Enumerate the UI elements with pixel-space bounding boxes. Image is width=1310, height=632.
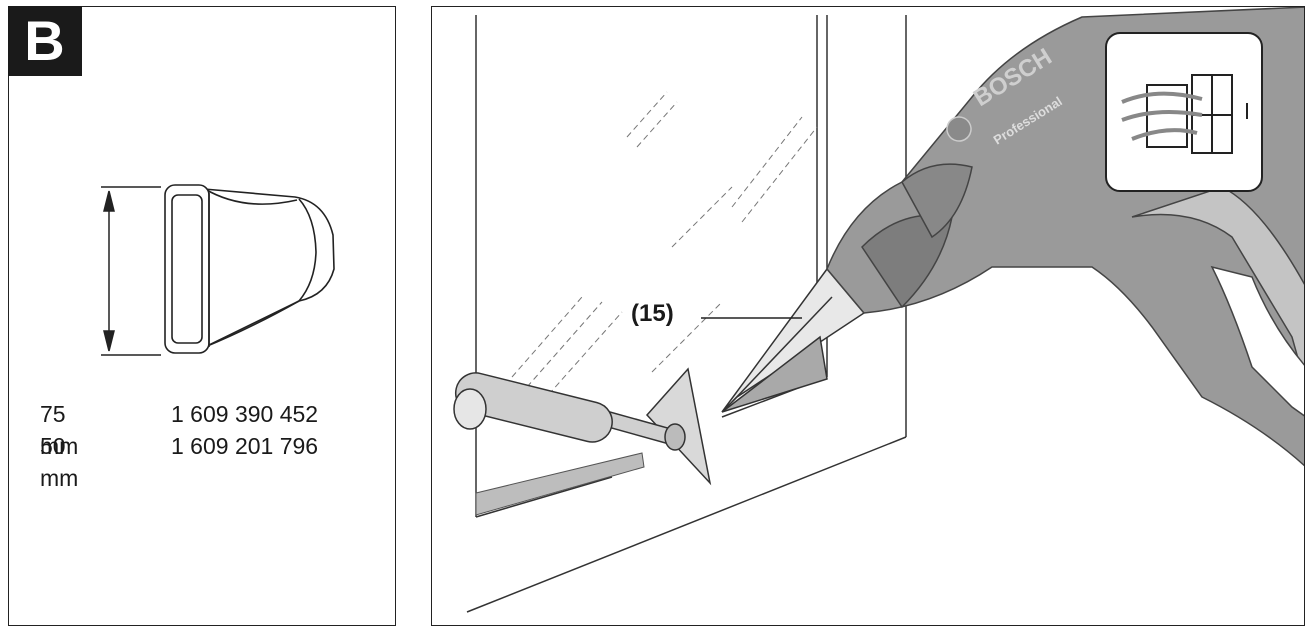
callout-label: (15)	[631, 300, 674, 327]
part-number: 1 609 201 796	[171, 433, 319, 459]
window-airflow-icon	[1105, 32, 1263, 192]
usage-illustration-panel: BOSCH Professional (15)	[431, 6, 1305, 626]
putty-strip	[475, 452, 645, 516]
scraper-tool	[453, 367, 712, 486]
glass-reflections	[511, 91, 818, 403]
dimension-arrow-icon	[101, 186, 161, 356]
part-number: 1 609 390 452	[171, 401, 319, 427]
bosch-logo-icon	[946, 116, 972, 142]
wide-nozzle-drawing	[101, 184, 335, 356]
accessory-row-75: 75 mm 1 609 390 452	[40, 398, 400, 459]
nozzle-size: 50 mm	[40, 433, 79, 491]
nozzle-size: 75 mm	[40, 401, 79, 459]
accessory-panel: B 75 mm 1 609 390 452 50 mm 1 609 201 796	[7, 5, 396, 626]
reflector-nozzle	[721, 267, 866, 413]
section-badge: B	[7, 5, 82, 76]
accessory-row-50: 50 mm 1 609 201 796	[40, 430, 400, 491]
window-scraping-illustration: BOSCH Professional	[453, 7, 1304, 613]
nozzle-body	[164, 184, 335, 354]
